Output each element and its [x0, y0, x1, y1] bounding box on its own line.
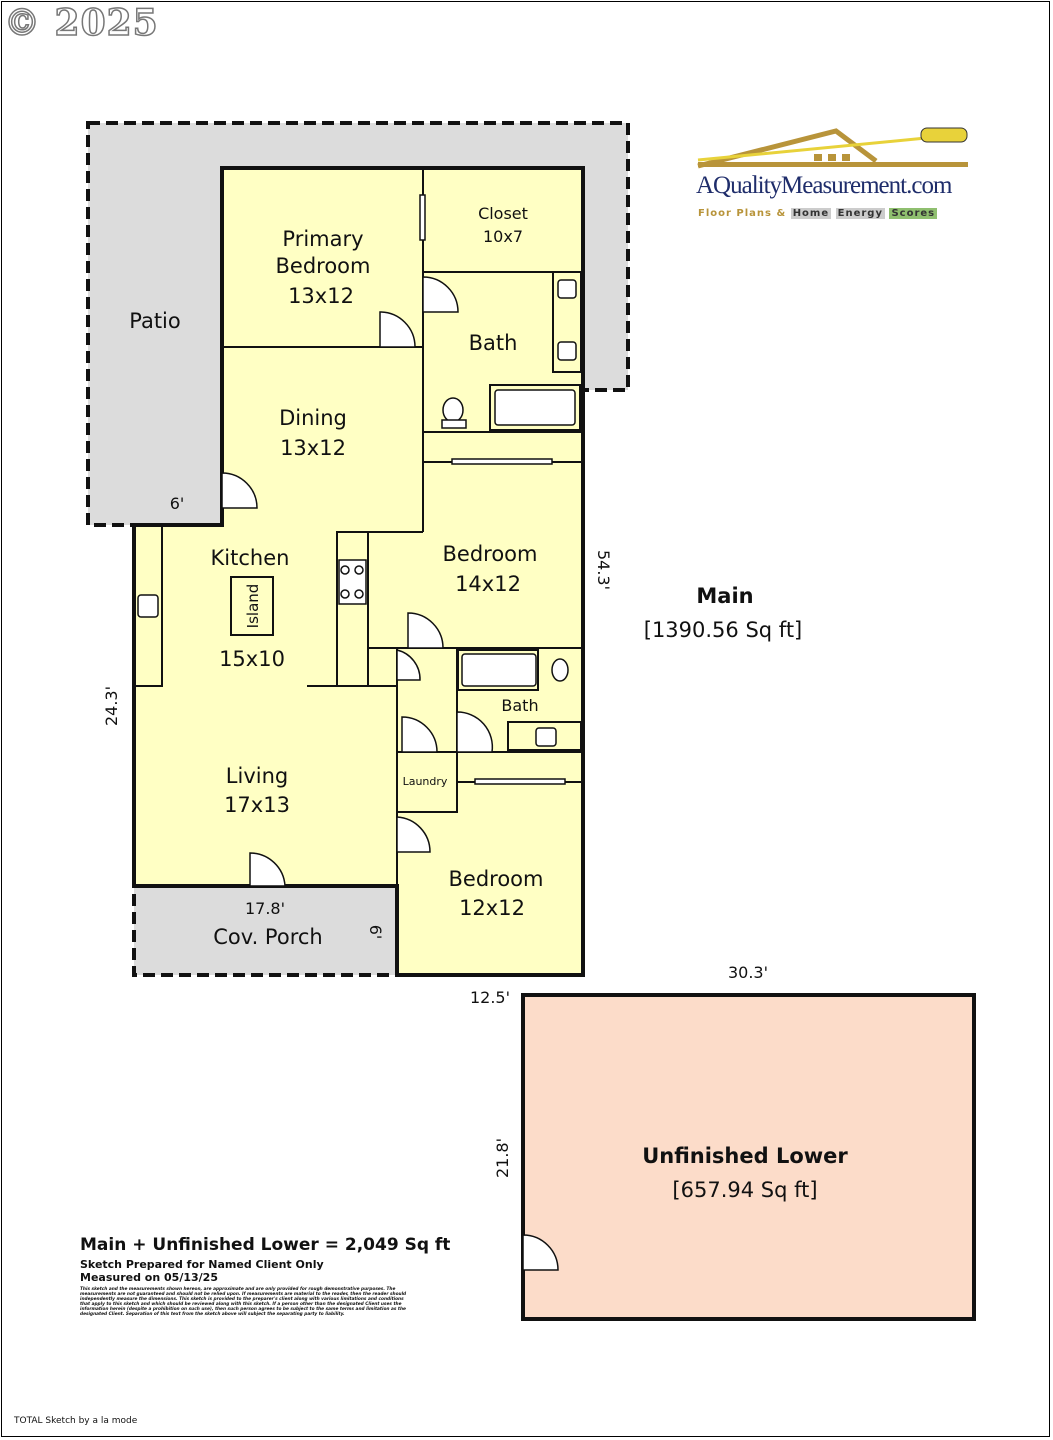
plan-label: 10x7	[483, 227, 523, 246]
sink-icon	[557, 341, 577, 361]
logo-name: AQualityMeasurement.com	[696, 172, 952, 199]
plan-label: 6'	[366, 925, 385, 940]
plan-label: Cov. Porch	[213, 925, 322, 949]
plan-label: 13x12	[280, 436, 346, 460]
disclaimer: This sketch and the measurements shown h…	[80, 1287, 407, 1317]
plan-label: Main	[696, 584, 753, 608]
copyright-watermark: © 2025	[3, 1, 159, 45]
logo-tagline: Floor Plans & Home Energy Scores	[698, 208, 938, 219]
plan-label: 12x12	[459, 896, 525, 920]
plan-label: 12.5'	[470, 988, 510, 1007]
toilet-icon	[551, 658, 569, 682]
plan-label: 14x12	[455, 572, 521, 596]
plan-label: 30.3'	[728, 963, 768, 982]
plan-label: Island	[244, 584, 262, 629]
plan-label: 24.3'	[102, 686, 121, 726]
total-area: Main + Unfinished Lower = 2,049 Sq ft	[80, 1235, 451, 1255]
company-logo: AQualityMeasurement.com Floor Plans & Ho…	[696, 126, 971, 236]
plan-label: 54.3'	[594, 550, 613, 590]
plan-label: 21.8'	[493, 1138, 512, 1178]
closet-door-icon	[419, 194, 426, 241]
plan-label: Living	[226, 764, 288, 788]
bathtub-icon	[494, 389, 576, 426]
plan-label: 17x13	[224, 793, 290, 817]
plan-label: Closet	[478, 204, 528, 223]
plan-label: 13x12	[288, 284, 354, 308]
sink-icon	[137, 594, 159, 618]
plan-label: [657.94 Sq ft]	[672, 1178, 817, 1202]
plan-label: 17.8'	[245, 899, 285, 918]
unfinished-lower	[521, 993, 976, 1321]
plan-label: Laundry	[403, 775, 448, 788]
plan-label: [1390.56 Sq ft]	[644, 618, 803, 642]
plan-label: Bedroom	[449, 867, 544, 891]
plan-label: Bedroom	[276, 254, 371, 278]
plan-label: Dining	[279, 406, 347, 430]
plan-label: 6'	[170, 494, 185, 513]
plan-label: Bath	[469, 331, 518, 355]
sink-icon	[535, 727, 557, 747]
house-tape-icon	[697, 127, 968, 169]
footer-credit: TOTAL Sketch by a la mode	[14, 1416, 138, 1426]
room-label-patio: Patio	[129, 309, 181, 333]
fixtures	[137, 194, 577, 785]
toilet-icon	[442, 397, 464, 423]
plan-label: 15x10	[219, 647, 285, 671]
plan-label: Kitchen	[211, 546, 290, 570]
plan-label: Bath	[501, 696, 538, 715]
closet-door-icon	[474, 778, 566, 785]
closet-door-icon	[451, 458, 553, 465]
plan-label: Bedroom	[443, 542, 538, 566]
plan-label: Unfinished Lower	[642, 1144, 848, 1168]
plan-label: Primary	[282, 227, 363, 251]
sink-icon	[557, 279, 577, 299]
bathtub-icon	[461, 653, 537, 687]
